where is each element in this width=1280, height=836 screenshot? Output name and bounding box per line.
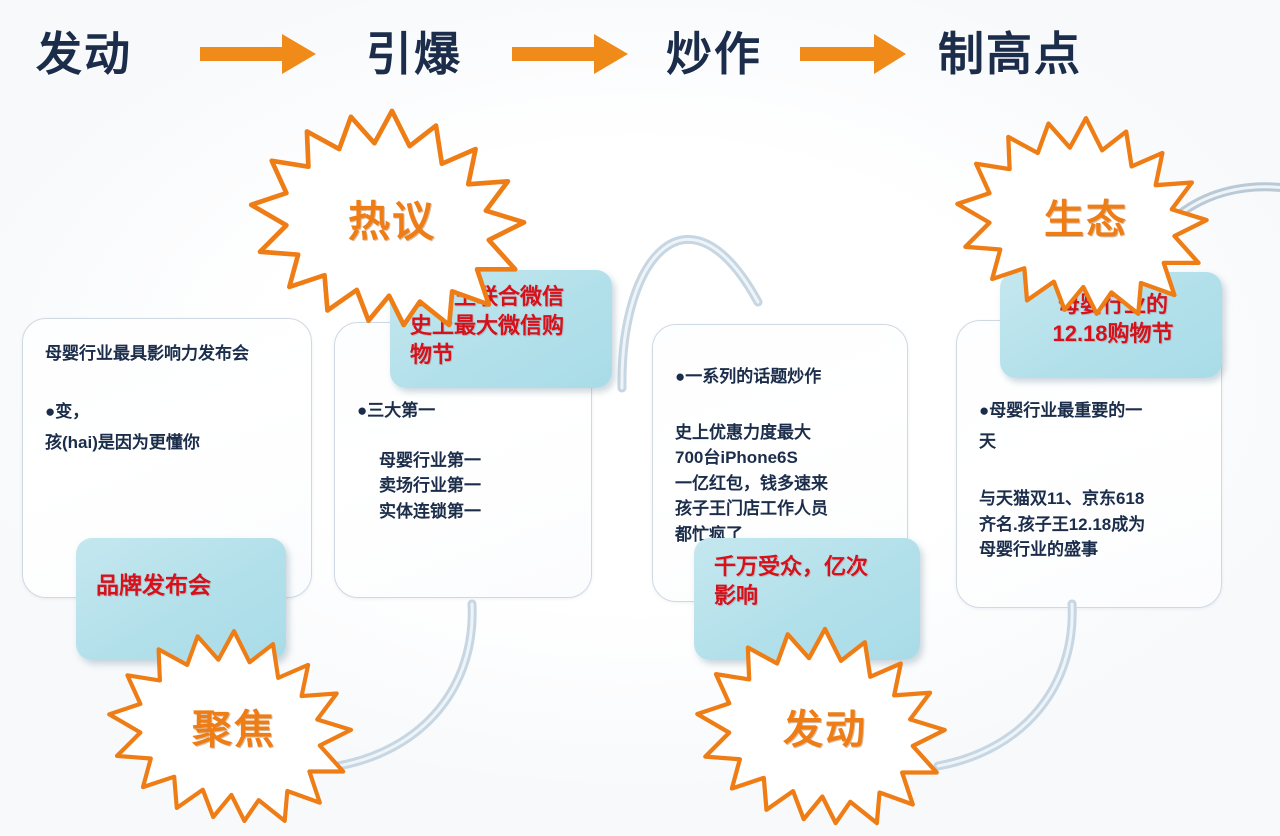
label-1218-line-2: 12.18购物节	[1052, 321, 1174, 347]
burst-shengtai[interactable]: 生态	[952, 104, 1220, 328]
card-4-bullet: ●母婴行业最重要的一	[979, 401, 1143, 420]
right-arrow-icon	[198, 31, 318, 77]
card-1-subline-1: 孩(hai)是因为更懂你	[45, 432, 200, 452]
step-label-3: 炒作	[666, 28, 762, 80]
burst-fadong[interactable]: 发动	[692, 622, 958, 830]
card-4-body: ●母婴行业最重要的一 天 与天猫双11、京东618 齐名.孩子王12.18成为 …	[957, 321, 1221, 563]
process-header: 发动 引爆 炒作 制高点	[0, 8, 1280, 100]
card-3-line-1: 史上优惠力度最大	[675, 422, 811, 442]
step-label-2: 引爆	[366, 28, 462, 80]
card-2-bullet: ●三大第一	[357, 401, 436, 420]
card-4-line-3: 母婴行业的盛事	[979, 540, 1098, 560]
card-3-body: ●一系列的话题炒作 史上优惠力度最大 700台iPhone6S 一亿红包，钱多速…	[653, 325, 907, 547]
card-1-body: 母婴行业最具影响力发布会 ●变， 孩(hai)是因为更懂你	[23, 319, 311, 461]
right-arrow-icon-3	[798, 31, 908, 77]
card-4-subline-1: 天	[979, 431, 996, 451]
step-label-1: 发动	[36, 28, 132, 80]
card-4-line-2: 齐名.孩子王12.18成为	[979, 514, 1146, 534]
label-audience-line-2: 影响	[714, 583, 759, 609]
connector-arc-bottom-right	[900, 599, 1080, 780]
card-2-subline-2: 卖场行业第一	[379, 476, 481, 496]
burst-jujiao[interactable]: 聚焦	[104, 624, 364, 828]
card-4-line-1: 与天猫双11、京东618	[979, 489, 1145, 509]
label-brand-launch[interactable]: 品牌发布会	[76, 538, 286, 660]
label-audience-impact[interactable]: 千万受众，亿次 影响	[694, 538, 920, 660]
label-audience-line-1: 千万受众，亿次	[714, 554, 869, 579]
card-3-line-3: 一亿红包，钱多速来	[675, 473, 828, 493]
right-arrow-icon-2	[510, 31, 630, 77]
connector-arc-bottom-left	[300, 599, 480, 780]
label-brand-launch-line-1: 品牌发布会	[96, 572, 211, 598]
burst-reyi[interactable]: 热议	[243, 108, 541, 328]
card-2-subline-1: 母婴行业第一	[379, 450, 481, 470]
card-3-line-2: 700台iPhone6S	[675, 448, 798, 468]
card-1-bullet: ●变，	[45, 401, 90, 421]
step-label-4: 制高点	[938, 28, 1082, 80]
card-3-bullet: ●一系列的话题炒作	[675, 367, 822, 386]
card-2-subline-3: 实体连锁第一	[379, 501, 481, 521]
card-1-title: 母婴行业最具影响力发布会	[45, 344, 249, 363]
card-3-line-4: 孩子王门店工作人员	[675, 499, 828, 519]
card-2-body: ●三大第一 母婴行业第一 卖场行业第一 实体连锁第一	[335, 323, 591, 524]
label-wechat-line-3: 物节	[410, 342, 455, 368]
connector-arc-top-left	[610, 160, 770, 393]
